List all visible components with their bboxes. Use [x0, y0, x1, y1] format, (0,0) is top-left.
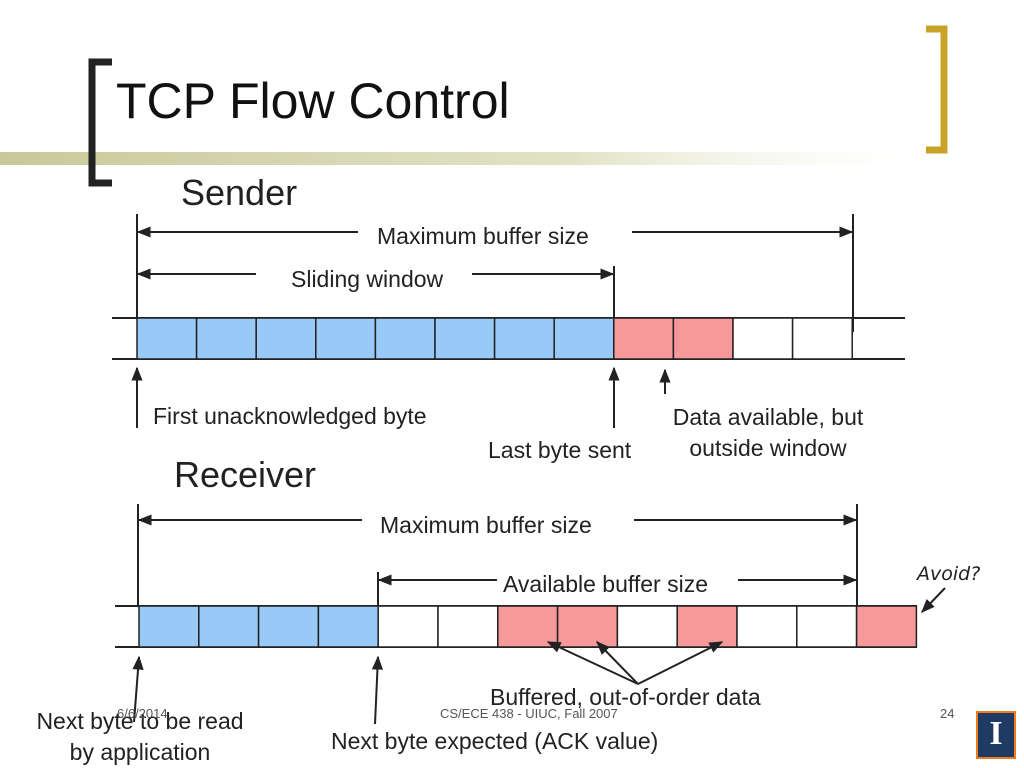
receiver-cell-8: [556, 605, 619, 648]
buffered-arrow-3: [637, 641, 724, 685]
buffered-out-of-order-label: Buffered, out-of-order data: [490, 684, 761, 710]
sender-cell-8: [553, 317, 615, 360]
first-unacknowledged-label: First unacknowledged byte: [153, 403, 427, 429]
left-bracket: [88, 58, 112, 187]
footer-page-number: 24: [940, 706, 955, 721]
receiver-cell-1: [138, 605, 200, 648]
sender-cell-12: [791, 317, 853, 360]
buffered-arrow-2: [596, 640, 639, 685]
title-underline-bar: [0, 152, 960, 165]
sender-cell-4: [315, 317, 377, 360]
sender-cell-10: [672, 317, 734, 360]
receiver-cell-11: [736, 605, 798, 648]
last-byte-sent-label: Last byte sent: [488, 437, 632, 463]
sender-max-buffer-label: Maximum buffer size: [377, 223, 589, 249]
sender-cell-5: [374, 317, 436, 360]
slide-title: TCP Flow Control: [116, 73, 510, 129]
avoid-arrow: [921, 587, 946, 614]
sender-heading: Sender: [181, 172, 298, 213]
receiver-cell-10: [676, 605, 738, 648]
avoid-label: Avoid?: [917, 563, 981, 585]
receiver-cell-13: [855, 605, 918, 648]
receiver-cell-9: [616, 605, 678, 648]
sender-sliding-window-label: Sliding window: [291, 266, 444, 292]
next-byte-expected-label: Next byte expected (ACK value): [331, 728, 659, 754]
footer-course: CS/ECE 438 - UIUC, Fall 2007: [440, 706, 618, 721]
next-byte-expected-arrow: [371, 655, 384, 725]
receiver-cell-12: [796, 605, 858, 648]
buffered-arrow-1: [546, 641, 639, 685]
data-available-line2: outside window: [689, 435, 847, 461]
university-logo: I: [976, 711, 1016, 759]
receiver-cell-7: [497, 605, 559, 648]
sender-cell-1: [136, 317, 198, 360]
sender-cell-3: [255, 317, 317, 360]
next-byte-read-line1: Next byte to be read: [36, 708, 244, 734]
logo-letter: I: [989, 715, 1003, 752]
next-byte-read-label: Next byte to be read by application: [20, 708, 260, 766]
data-available-label: Data available, but outside window: [652, 404, 884, 462]
sender-cell-6: [434, 317, 496, 360]
receiver-cell-2: [198, 605, 260, 648]
receiver-max-buffer-label: Maximum buffer size: [380, 512, 592, 538]
next-byte-read-line2: by application: [69, 739, 211, 765]
receiver-cell-4: [317, 605, 379, 648]
sender-cell-2: [195, 317, 257, 360]
right-bracket: [926, 25, 948, 154]
sender-cell-9: [613, 317, 675, 360]
available-buffer-label: Available buffer size: [503, 571, 709, 597]
data-available-line1: Data available, but: [672, 404, 864, 430]
next-byte-read-arrow: [132, 655, 144, 723]
receiver-heading: Receiver: [174, 454, 317, 495]
receiver-cell-5: [377, 605, 439, 648]
sender-cell-11: [732, 317, 794, 360]
receiver-cell-3: [257, 605, 320, 648]
footer-date: 6/6/2014: [117, 706, 168, 721]
receiver-cell-6: [437, 605, 499, 648]
sender-cell-7: [493, 317, 555, 360]
